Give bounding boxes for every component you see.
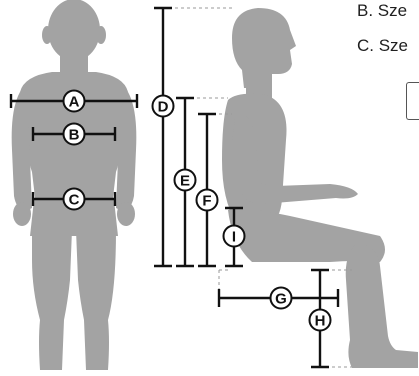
seated-body-silhouette: [222, 8, 418, 368]
partial-input-box: [406, 82, 419, 120]
svg-text:D: D: [158, 99, 169, 116]
svg-text:H: H: [315, 313, 326, 330]
label-g: G: [269, 286, 293, 310]
label-i: I: [222, 224, 246, 248]
legend-item-c: C. Sze: [357, 36, 409, 55]
svg-text:I: I: [232, 229, 236, 246]
svg-text:B: B: [69, 127, 80, 144]
label-c: C: [62, 187, 86, 211]
measurement-labels: A B C D E F I: [62, 89, 332, 332]
label-e: E: [173, 168, 197, 192]
svg-text:G: G: [275, 291, 287, 308]
label-d: D: [151, 94, 175, 118]
legend-item-b: B. Sze: [357, 1, 408, 20]
front-body-silhouette: [11, 0, 137, 370]
svg-text:A: A: [69, 94, 80, 111]
label-f: F: [195, 188, 219, 212]
svg-text:F: F: [202, 193, 211, 210]
label-h: H: [308, 308, 332, 332]
svg-text:C: C: [69, 192, 80, 209]
label-a: A: [62, 89, 86, 113]
label-b: B: [62, 122, 86, 146]
svg-text:E: E: [180, 173, 190, 190]
